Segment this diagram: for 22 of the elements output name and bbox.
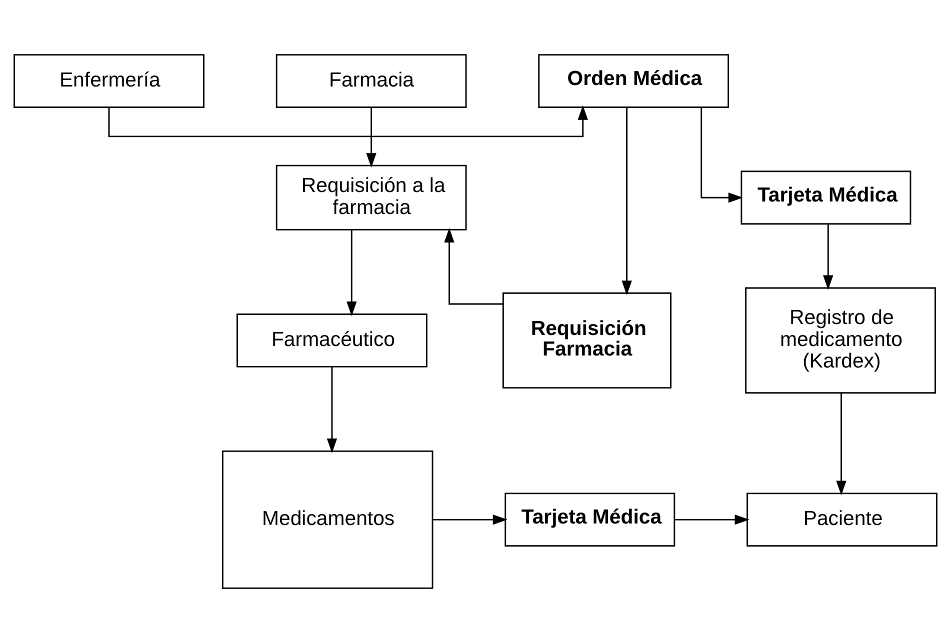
arrow bbox=[366, 108, 376, 168]
arrow bbox=[444, 228, 503, 305]
node-box: Tarjeta Médica bbox=[504, 492, 676, 547]
node-box: Registro de medicamento (Kardex) bbox=[745, 287, 936, 394]
arrow bbox=[700, 108, 743, 203]
node-box: Enfermería bbox=[14, 54, 204, 108]
node-box: Orden Médica bbox=[538, 54, 730, 108]
node-box: Farmacia bbox=[276, 54, 467, 108]
node-box: Medicamentos bbox=[222, 450, 434, 589]
arrow bbox=[346, 230, 357, 316]
node-box: Requisición a la farmacia bbox=[276, 164, 467, 230]
node-box: Paciente bbox=[746, 492, 938, 547]
arrow bbox=[622, 107, 632, 296]
arrow bbox=[836, 393, 846, 496]
arrow bbox=[326, 366, 338, 454]
node-box: Requisición Farmacia bbox=[502, 292, 672, 389]
node-box: Tarjeta Médica bbox=[740, 170, 912, 225]
arrow bbox=[108, 105, 588, 138]
arrow bbox=[674, 514, 750, 525]
arrow bbox=[432, 514, 508, 525]
arrow bbox=[823, 224, 834, 290]
node-box: Farmacéutico bbox=[236, 313, 428, 368]
